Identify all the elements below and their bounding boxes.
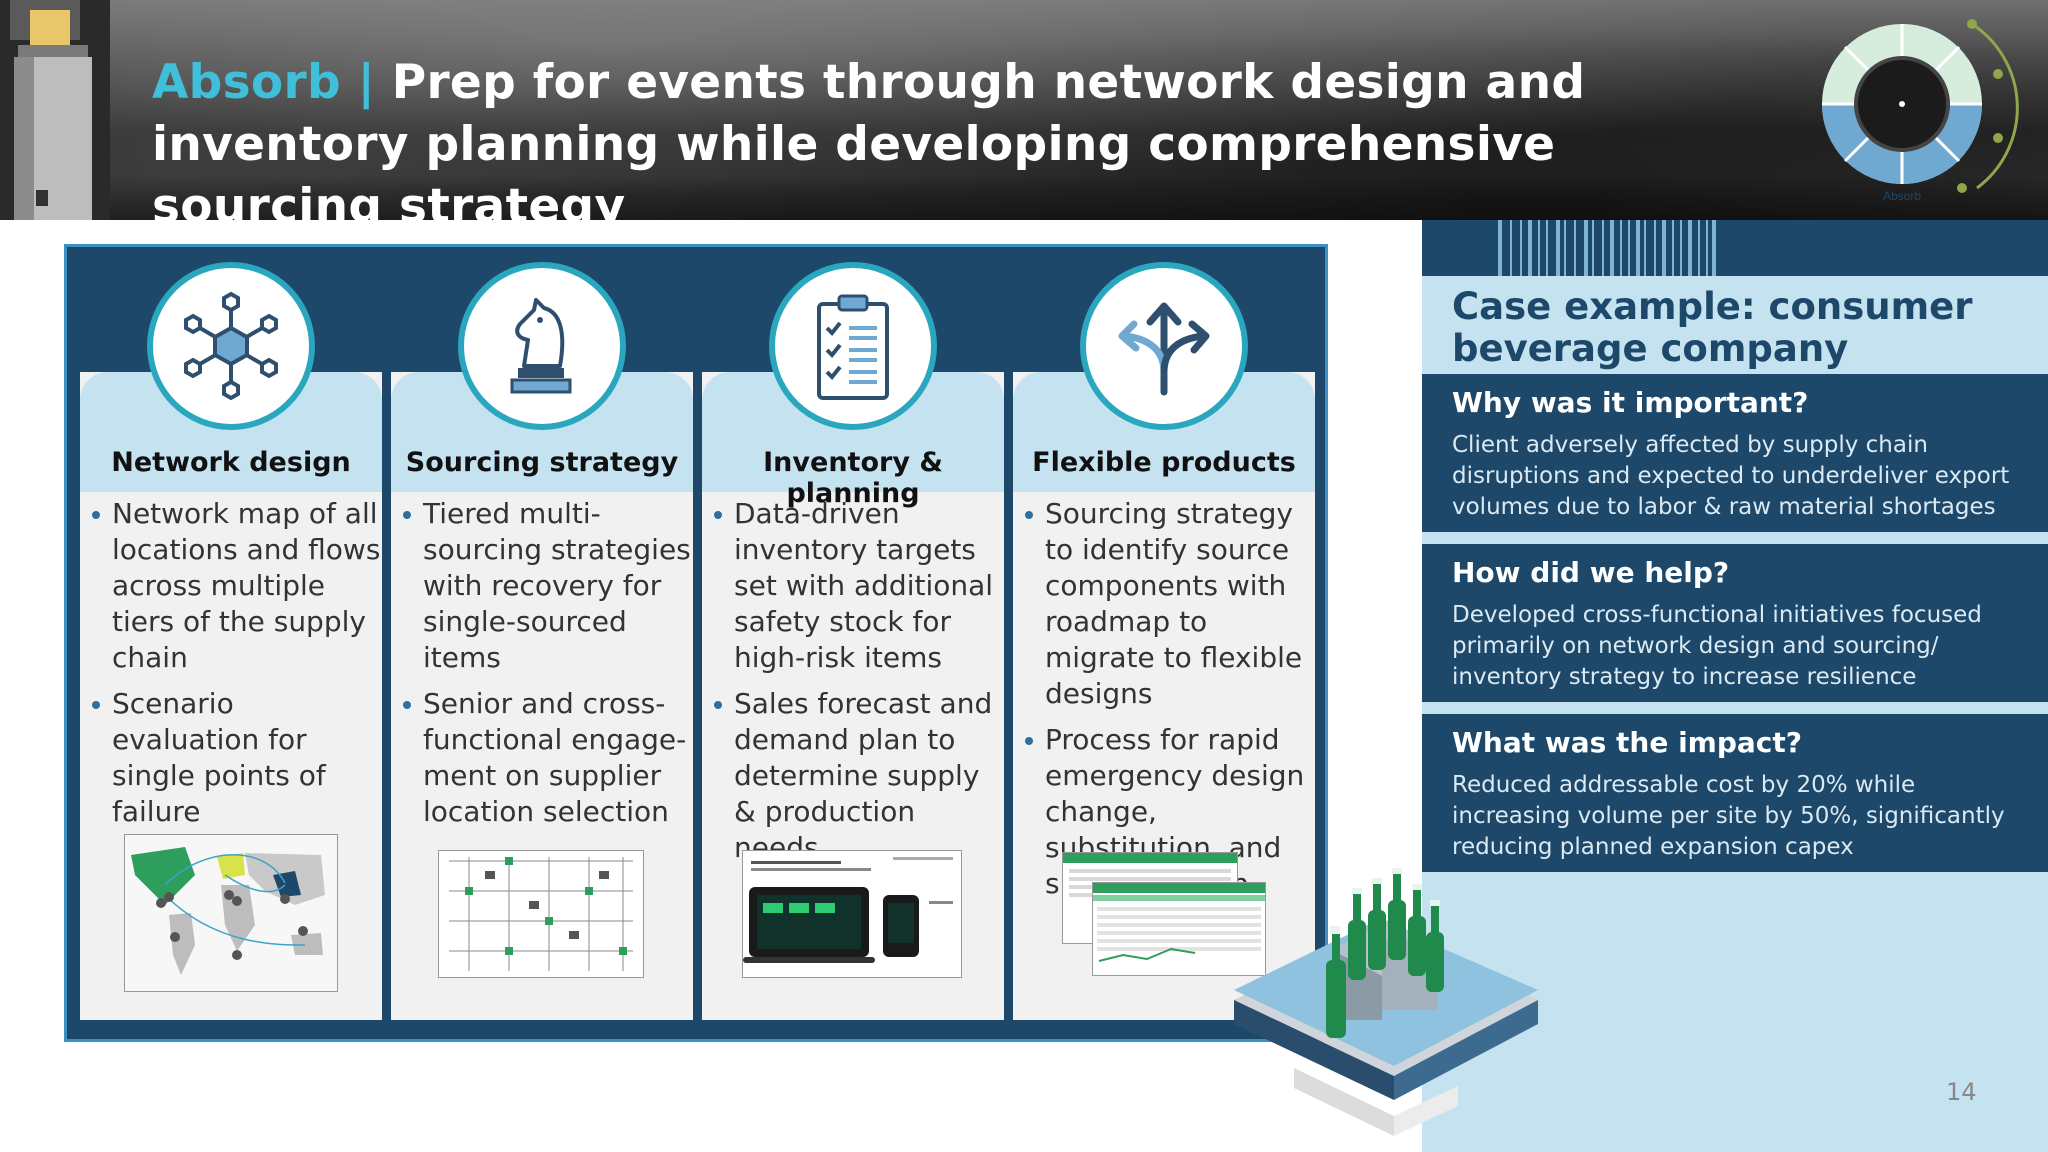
inventory-dashboard-thumbnail bbox=[742, 850, 962, 978]
case-question: Why was it important? bbox=[1452, 386, 1809, 419]
header-banner: Absorb | Prep for events through network… bbox=[0, 0, 2048, 220]
barcode-stripe bbox=[1636, 220, 1640, 276]
column-title: Sourcing strategy bbox=[405, 447, 679, 478]
product-dashboard-thumbnail-front bbox=[1092, 882, 1266, 976]
barcode-stripe bbox=[1546, 220, 1548, 276]
barcode-stripe bbox=[1712, 220, 1716, 276]
barcode-stripe bbox=[1510, 220, 1512, 276]
bullet-list: Tiered multi-sourcing strategies with re… bbox=[403, 496, 693, 840]
barcode-stripe bbox=[1610, 220, 1614, 276]
column-title: Inventory & planning bbox=[763, 447, 943, 509]
barcode-stripe bbox=[1528, 220, 1532, 276]
barcode-stripe bbox=[1538, 220, 1540, 276]
page-number: 14 bbox=[1946, 1078, 1977, 1106]
barcode-decoration bbox=[1422, 220, 2048, 276]
barcode-stripe bbox=[1628, 220, 1630, 276]
bullet-item: Sourcing strategy to identify source com… bbox=[1025, 496, 1315, 712]
case-title: Case example: consumer beverage company bbox=[1452, 285, 1973, 370]
diverging-arrows-icon bbox=[1080, 262, 1248, 430]
bottle-crate-illustration bbox=[1234, 868, 1538, 1136]
chess-knight-icon bbox=[458, 262, 626, 430]
case-answer: Reduced addressable cost by 20% while in… bbox=[1452, 772, 2005, 860]
barcode-stripe bbox=[1688, 220, 1692, 276]
barcode-stripe bbox=[1672, 220, 1674, 276]
column-title: Flexible products bbox=[1032, 447, 1296, 478]
bullet-item: Network map of all locations and flows a… bbox=[92, 496, 382, 676]
bullet-item: Senior and cross-functional engage-ment … bbox=[403, 686, 693, 830]
bullet-list: Sourcing strategy to identify source com… bbox=[1025, 496, 1315, 912]
case-answer: Developed cross-functional initiatives f… bbox=[1452, 602, 1982, 690]
clipboard-checklist-icon bbox=[769, 262, 937, 430]
bullet-list: Data-driven inventory targets set with a… bbox=[714, 496, 1004, 876]
barcode-stripe bbox=[1654, 220, 1656, 276]
title-accent: Absorb bbox=[152, 55, 341, 110]
barcode-stripe bbox=[1706, 220, 1708, 276]
title-text: Prep for events through network design a… bbox=[152, 55, 1586, 220]
case-section-importance: Why was it important? Client adversely a… bbox=[1422, 374, 2048, 532]
barcode-stripe bbox=[1520, 220, 1522, 276]
title-separator: | bbox=[340, 55, 392, 110]
barcode-stripe bbox=[1574, 220, 1576, 276]
bullet-list: Network map of all locations and flows a… bbox=[92, 496, 382, 840]
barcode-stripe bbox=[1680, 220, 1682, 276]
column-title: Network design bbox=[111, 447, 351, 478]
case-answer: Client adversely affected by supply chai… bbox=[1452, 432, 2010, 520]
barcode-stripe bbox=[1556, 220, 1560, 276]
column-inventory-planning: Inventory & planning Data-driven invento… bbox=[702, 372, 1004, 1020]
page-title: Absorb | Prep for events through network… bbox=[152, 52, 1712, 220]
bullet-item: Data-driven inventory targets set with a… bbox=[714, 496, 1004, 676]
barcode-stripe bbox=[1592, 220, 1594, 276]
case-question: What was the impact? bbox=[1452, 726, 1803, 759]
bullet-item: Sales forecast and demand plan to determ… bbox=[714, 686, 1004, 866]
case-question: How did we help? bbox=[1452, 556, 1730, 589]
dial-label: Absorb bbox=[1883, 189, 1921, 203]
bullet-item: Scenario evaluation for single points of… bbox=[92, 686, 382, 830]
network-hexagon-icon bbox=[147, 262, 315, 430]
world-map-thumbnail bbox=[124, 834, 338, 992]
bullet-item: Tiered multi-sourcing strategies with re… bbox=[403, 496, 693, 676]
barcode-stripe bbox=[1620, 220, 1622, 276]
barcode-stripe bbox=[1662, 220, 1666, 276]
barcode-stripe bbox=[1584, 220, 1588, 276]
barcode-stripe bbox=[1602, 220, 1604, 276]
case-section-help: How did we help? Developed cross-functio… bbox=[1422, 544, 2048, 702]
barcode-stripe bbox=[1644, 220, 1646, 276]
banner-sky bbox=[0, 0, 2048, 220]
case-section-impact: What was the impact? Reduced addressable… bbox=[1422, 714, 2048, 872]
barcode-stripe bbox=[1698, 220, 1700, 276]
phase-dial-icon: Absorb bbox=[1822, 19, 2019, 203]
lighthouse-image bbox=[0, 0, 110, 220]
sourcing-diagram-thumbnail bbox=[438, 850, 644, 978]
barcode-stripe bbox=[1498, 220, 1502, 276]
barcode-stripe bbox=[1564, 220, 1566, 276]
